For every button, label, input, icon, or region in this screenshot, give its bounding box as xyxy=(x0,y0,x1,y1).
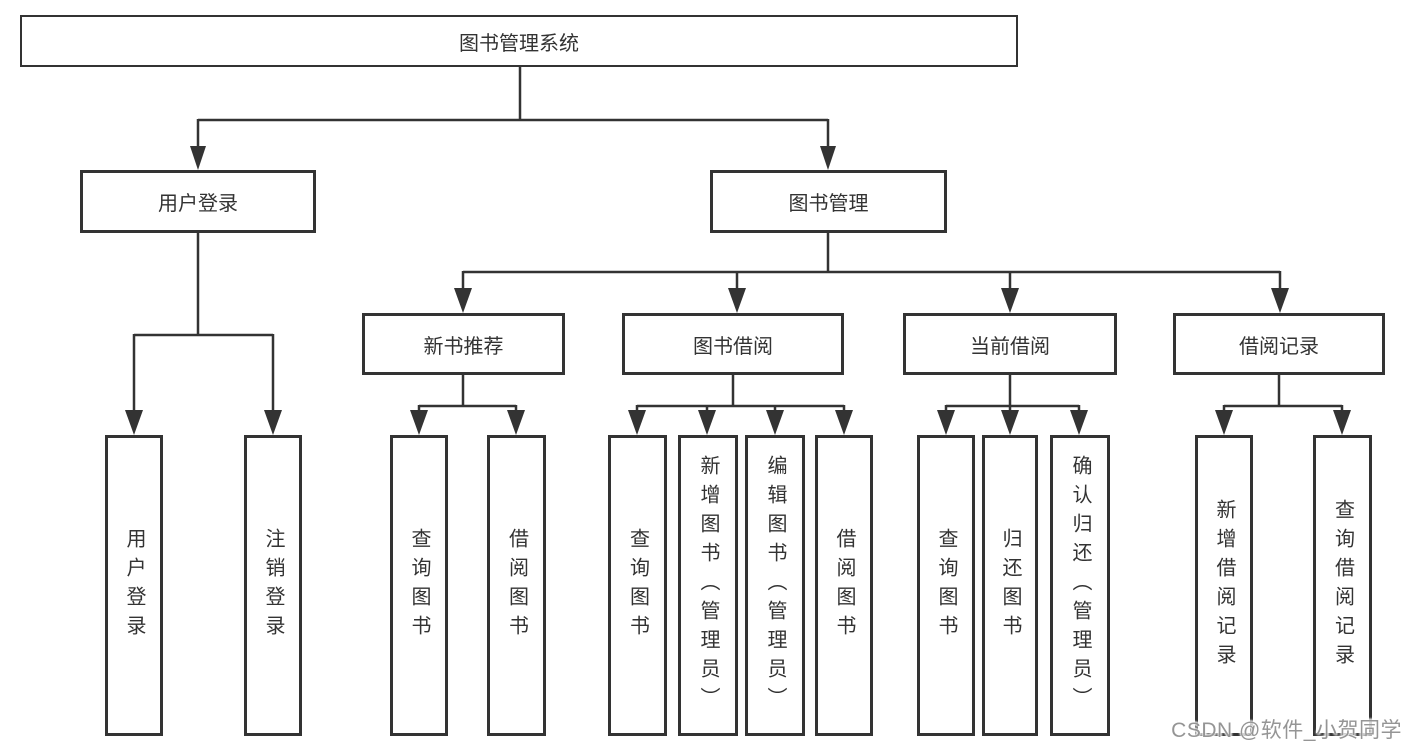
leaf-query-borrow-record: 查询借阅记录 xyxy=(1313,435,1372,736)
leaf-label: 用户登录 xyxy=(123,527,145,644)
node-borrow-records: 借阅记录 xyxy=(1173,313,1385,375)
leaf-confirm-return-admin: 确认归还（管理员） xyxy=(1050,435,1110,736)
node-root-library-system: 图书管理系统 xyxy=(20,15,1018,67)
node-book-borrow: 图书借阅 xyxy=(622,313,844,375)
leaf-return-book: 归还图书 xyxy=(982,435,1038,736)
leaf-query-books-recommend: 查询图书 xyxy=(390,435,448,736)
leaf-label: 新增借阅记录 xyxy=(1213,498,1235,673)
node-book-management: 图书管理 xyxy=(710,170,947,233)
leaf-label: 确认归还（管理员） xyxy=(1069,455,1091,716)
leaf-logout: 注销登录 xyxy=(244,435,302,736)
leaf-label: 查询图书 xyxy=(626,527,649,644)
csdn-watermark: CSDN @软件_小贺同学 xyxy=(1171,719,1402,742)
leaf-add-book-admin: 新增图书（管理员） xyxy=(678,435,738,736)
leaf-label: 注销登录 xyxy=(262,527,284,644)
node-label: 图书管理系统 xyxy=(459,32,579,55)
leaf-label: 查询借阅记录 xyxy=(1331,498,1354,673)
node-label: 图书管理 xyxy=(788,193,869,215)
leaf-borrow-books: 借阅图书 xyxy=(815,435,873,736)
node-label: 借阅记录 xyxy=(1239,335,1319,358)
node-user-login: 用户登录 xyxy=(80,170,316,233)
leaf-add-borrow-record: 新增借阅记录 xyxy=(1195,435,1253,736)
leaf-label: 借阅图书 xyxy=(505,527,528,644)
leaf-label: 查询图书 xyxy=(408,527,430,644)
leaf-borrow-books-recommend: 借阅图书 xyxy=(487,435,546,736)
leaf-label: 查询图书 xyxy=(935,527,957,644)
node-label: 当前借阅 xyxy=(970,335,1050,358)
leaf-user-login: 用户登录 xyxy=(105,435,163,736)
node-label: 图书借阅 xyxy=(693,335,773,358)
leaf-query-books-borrow: 查询图书 xyxy=(608,435,667,736)
node-label: 用户登录 xyxy=(158,193,238,215)
leaf-label: 归还图书 xyxy=(999,527,1021,644)
leaf-label: 新增图书（管理员） xyxy=(697,455,719,716)
node-new-book-recommend: 新书推荐 xyxy=(362,313,565,375)
node-current-borrow: 当前借阅 xyxy=(903,313,1117,375)
leaf-query-books-current: 查询图书 xyxy=(917,435,975,736)
leaf-label: 借阅图书 xyxy=(833,527,855,644)
node-label: 新书推荐 xyxy=(423,335,504,358)
leaf-edit-book-admin: 编辑图书（管理员） xyxy=(745,435,805,736)
leaf-label: 编辑图书（管理员） xyxy=(764,455,786,716)
